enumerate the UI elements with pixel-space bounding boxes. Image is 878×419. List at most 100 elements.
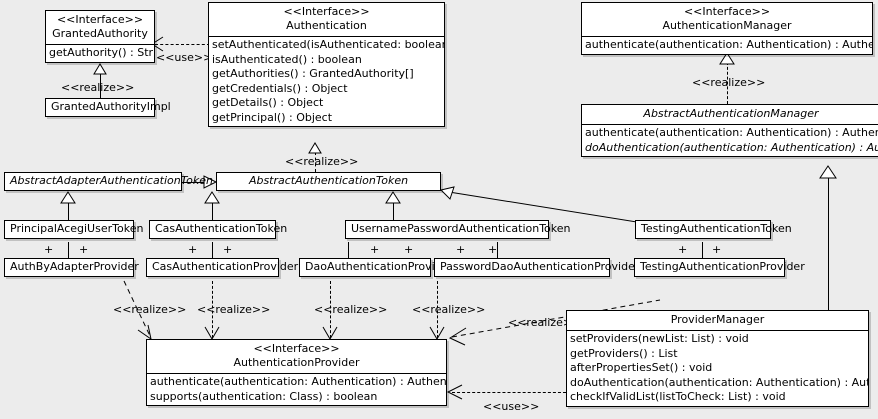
association-marker-plus: + <box>456 243 466 256</box>
member-row: authenticate(authentication: Authenticat… <box>585 38 872 51</box>
class-members-provider-manager: setProviders(newList: List) : void getPr… <box>567 331 868 406</box>
class-name-label: AuthByAdapterProvider <box>10 260 139 273</box>
line-assoc-paut-abap <box>68 242 69 258</box>
class-header-authentication-manager: <<Interface>> AuthenticationManager <box>582 3 872 36</box>
member-row: getDetails() : Object <box>212 96 324 109</box>
label-use-granted-authority: <<use>> <box>156 51 213 64</box>
member-row: getCredentials() : Object <box>212 81 348 95</box>
class-header-auth-by-adapter-provider: AuthByAdapterProvider <box>5 259 139 276</box>
line-realize-pwdao <box>437 281 438 338</box>
class-box-username-password-authentication-token[interactable]: UsernamePasswordAuthenticationToken <box>345 220 571 239</box>
line-realize-dao <box>330 281 331 338</box>
divider <box>209 36 444 37</box>
class-name-label: CasAuthenticationProvider <box>152 260 299 273</box>
class-box-authentication-provider[interactable]: <<Interface>> AuthenticationProvider aut… <box>146 339 447 406</box>
line-realize-aam <box>727 62 728 104</box>
member-row: checkIfValidList(listToCheck: List) : vo… <box>570 390 786 403</box>
class-members-authentication: setAuthenticated(isAuthenticated: boolea… <box>209 37 444 126</box>
association-marker-plus: + <box>404 243 414 256</box>
class-box-granted-authority[interactable]: <<Interface>> GrantedAuthority getAuthor… <box>45 10 155 63</box>
member-row: getAuthorities() : GrantedAuthority[] <box>212 67 414 80</box>
class-name-label: AuthenticationManager <box>662 19 792 32</box>
line-cat-to-aat <box>212 193 213 220</box>
divider <box>46 44 154 45</box>
label-realize-password-dao-provider: <<realize>> <box>412 303 486 316</box>
class-header-dao-authentication-provider: DaoAuthenticationProvider <box>300 259 453 276</box>
label-realize-cas-provider: <<realize>> <box>197 303 271 316</box>
class-name-label: TestingAuthenticationProvider <box>640 260 805 273</box>
class-header-provider-manager: ProviderManager <box>567 311 868 330</box>
class-name-label: TestingAuthenticationToken <box>641 222 792 235</box>
member-row: afterPropertiesSet() : void <box>570 361 713 374</box>
class-members-abstract-authentication-manager: authenticate(authentication: Authenticat… <box>582 125 878 156</box>
class-name-label: AbstractAuthenticationToken <box>248 174 409 187</box>
class-box-provider-manager[interactable]: ProviderManager setProviders(newList: Li… <box>566 310 869 407</box>
class-header-authentication-provider: <<Interface>> AuthenticationProvider <box>147 340 446 373</box>
line-use-ga <box>155 44 210 45</box>
class-box-auth-by-adapter-provider[interactable]: AuthByAdapterProvider <box>4 258 139 277</box>
class-box-testing-authentication-provider[interactable]: TestingAuthenticationProvider <box>634 258 805 277</box>
member-row: authenticate(authentication: Authenticat… <box>150 375 446 388</box>
class-box-authentication[interactable]: <<Interface>> Authentication setAuthenti… <box>208 2 445 127</box>
class-box-dao-authentication-provider[interactable]: DaoAuthenticationProvider <box>299 258 453 277</box>
class-box-cas-authentication-provider[interactable]: CasAuthenticationProvider <box>146 258 299 277</box>
line-pm-to-aam <box>828 175 829 310</box>
stereotype-label: <<Interface>> <box>253 342 340 355</box>
class-name-label: GrantedAuthority <box>52 27 148 40</box>
class-name-label: PrincipalAcegiUserToken <box>10 222 144 235</box>
class-box-password-dao-authentication-provider[interactable]: PasswordDaoAuthenticationProvider <box>434 258 640 277</box>
class-header-authentication: <<Interface>> Authentication <box>209 3 444 36</box>
stereotype-label: <<Interface>> <box>56 13 144 26</box>
class-name-label: DaoAuthenticationProvider <box>305 260 453 273</box>
class-members-authentication-manager: authenticate(authentication: Authenticat… <box>582 37 872 54</box>
line-assoc-cat-cap <box>212 242 213 258</box>
class-name-label: Authentication <box>286 19 367 32</box>
class-name-label: PasswordDaoAuthenticationProvider <box>440 260 640 273</box>
class-header-cas-authentication-token: CasAuthenticationToken <box>150 221 287 238</box>
label-realize-dao-provider: <<realize>> <box>314 303 388 316</box>
association-marker-plus: + <box>488 243 498 256</box>
class-header-principal-acegi-user-token: PrincipalAcegiUserToken <box>5 221 144 238</box>
member-row: isAuthenticated() : boolean <box>212 52 362 66</box>
class-name-label: AbstractAuthenticationManager <box>643 107 819 120</box>
class-box-authentication-manager[interactable]: <<Interface>> AuthenticationManager auth… <box>581 2 873 55</box>
class-box-abstract-authentication-manager[interactable]: AbstractAuthenticationManager authentica… <box>581 104 878 157</box>
label-realize-granted-authority-impl: <<realize>> <box>61 81 135 94</box>
generalization-triangle-tat <box>440 186 455 200</box>
divider <box>567 330 868 331</box>
line-paut-to-aaat <box>68 193 69 220</box>
line-realize-cap <box>212 281 213 338</box>
class-header-testing-authentication-token: TestingAuthenticationToken <box>636 221 792 238</box>
class-box-principal-acegi-user-token[interactable]: PrincipalAcegiUserToken <box>4 220 144 239</box>
member-row: getProviders() : List <box>570 346 678 360</box>
member-row: authenticate(authentication: Authenticat… <box>585 126 878 139</box>
class-header-password-dao-authentication-provider: PasswordDaoAuthenticationProvider <box>435 259 640 276</box>
class-box-granted-authority-impl[interactable]: GrantedAuthorityImpl <box>45 98 171 117</box>
class-header-username-password-authentication-token: UsernamePasswordAuthenticationToken <box>346 221 571 238</box>
class-name-label: AuthenticationProvider <box>233 356 360 369</box>
divider <box>582 124 878 125</box>
member-row: doAuthentication(authentication: Authent… <box>585 140 878 154</box>
class-box-abstract-adapter-authentication-token[interactable]: AbstractAdapterAuthenticationToken <box>4 172 213 191</box>
class-name-label: AbstractAdapterAuthenticationToken <box>10 174 213 187</box>
class-header-granted-authority: <<Interface>> GrantedAuthority <box>46 11 154 44</box>
stereotype-label: <<Interface>> <box>283 5 370 18</box>
association-marker-plus: + <box>44 243 54 256</box>
member-row: doAuthentication(authentication: Authent… <box>570 375 868 389</box>
divider <box>147 373 446 374</box>
association-marker-plus: + <box>188 243 198 256</box>
class-box-abstract-authentication-token[interactable]: AbstractAuthenticationToken <box>216 172 441 191</box>
member-row: supports(authentication: Class) : boolea… <box>150 389 378 403</box>
class-box-testing-authentication-token[interactable]: TestingAuthenticationToken <box>635 220 792 239</box>
member-row: getAuthority() : String <box>49 46 154 59</box>
line-aaat-to-aat <box>182 182 215 183</box>
class-name-label: GrantedAuthorityImpl <box>51 100 171 113</box>
class-header-cas-authentication-provider: CasAuthenticationProvider <box>147 259 299 276</box>
class-box-cas-authentication-token[interactable]: CasAuthenticationToken <box>149 220 287 239</box>
class-members-granted-authority: getAuthority() : String <box>46 45 154 62</box>
member-row: setProviders(newList: List) : void <box>570 332 749 345</box>
class-name-label: ProviderManager <box>670 313 765 326</box>
label-use-provider-manager: <<use>> <box>483 400 540 413</box>
association-marker-plus: + <box>678 243 688 256</box>
